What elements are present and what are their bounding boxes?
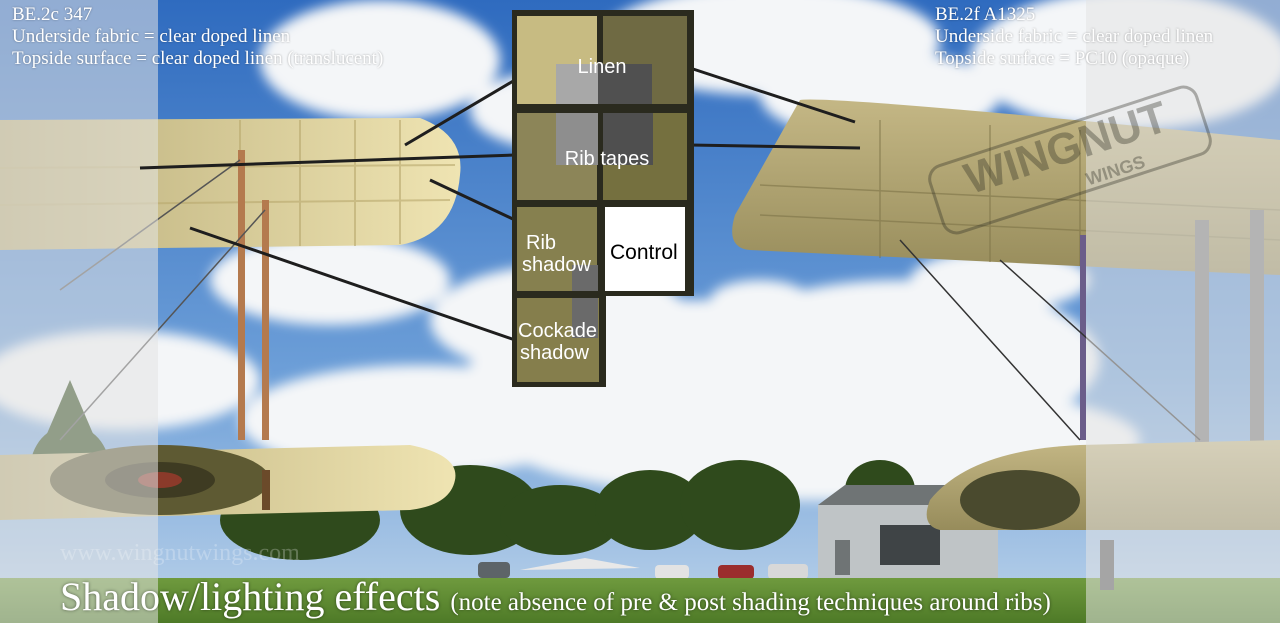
left-aircraft-caption: BE.2c 347 Underside fabric = clear doped… xyxy=(12,4,383,70)
swatch-label-rib-tapes: Rib tapes xyxy=(564,148,650,170)
roundel-cockade-right xyxy=(960,470,1080,530)
leader-lines xyxy=(139,66,861,342)
rib-shadow-line1: Rib xyxy=(526,232,557,254)
cars xyxy=(478,558,808,579)
swatch-label-cockade-shadow: Cockade shadow xyxy=(518,320,602,364)
site-watermark: www.wingnutwings.com xyxy=(60,540,300,566)
greyscale-overlay-left xyxy=(0,0,158,623)
rib-shadow-line2: shadow xyxy=(522,254,591,276)
cockade-line2: shadow xyxy=(520,342,589,364)
left-underside-note: Underside fabric = clear doped linen xyxy=(12,26,291,47)
left-topside-note: Topside surface = clear doped linen (tra… xyxy=(12,48,384,69)
swatch-panel xyxy=(512,10,694,387)
page-title: Shadow/lighting effects (note absence of… xyxy=(60,574,1051,626)
right-underside-note: Underside fabric = clear doped linen xyxy=(935,26,1214,47)
right-aircraft-id: BE.2f A1325 xyxy=(935,4,1036,25)
cockade-line1: Cockade xyxy=(518,320,597,342)
right-topside-note: Topside surface = PC10 (opaque) xyxy=(935,48,1190,69)
right-aircraft-caption: BE.2f A1325 Underside fabric = clear dop… xyxy=(935,4,1213,70)
left-aircraft-id: BE.2c 347 xyxy=(12,4,93,25)
swatch-label-control: Control xyxy=(610,241,678,264)
swatch-label-rib-shadow: Rib shadow xyxy=(522,232,597,276)
grass xyxy=(0,578,1280,623)
swatch-label-linen: Linen xyxy=(577,56,627,78)
title-note: (note absence of pre & post shading tech… xyxy=(450,589,1051,616)
title-main: Shadow/lighting effects xyxy=(60,574,441,619)
swatch-control xyxy=(605,207,685,291)
greyscale-overlay-right xyxy=(1086,0,1280,623)
